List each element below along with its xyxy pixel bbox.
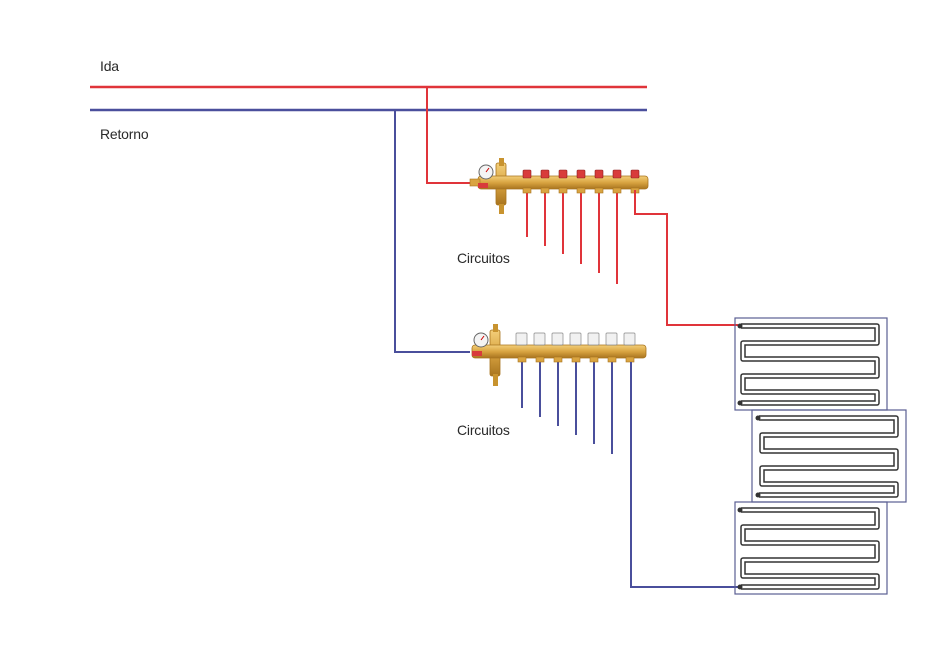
return-label: Retorno xyxy=(100,126,149,142)
supply-label: Ida xyxy=(100,58,119,74)
loop-panel-3 xyxy=(734,501,888,595)
supply-to-loops-pipe xyxy=(634,190,738,326)
supply-circuits-label: Circuitos xyxy=(457,250,510,266)
supply-manifold xyxy=(469,158,649,284)
gauge-icon xyxy=(478,164,494,180)
return-drop-pipe xyxy=(394,110,470,353)
supply-drop-pipe xyxy=(426,87,478,184)
return-circuit-pipes xyxy=(521,362,613,454)
loop-panel-2 xyxy=(751,409,907,503)
main-pipes xyxy=(90,85,647,112)
gauge-icon xyxy=(473,332,489,348)
loops-to-return-pipe xyxy=(630,362,738,588)
return-circuits-label: Circuitos xyxy=(457,422,510,438)
loop-panel-1 xyxy=(734,317,888,411)
return-manifold xyxy=(471,324,647,454)
underfloor-loop-icon xyxy=(734,317,907,595)
supply-circuit-pipes xyxy=(526,190,618,284)
